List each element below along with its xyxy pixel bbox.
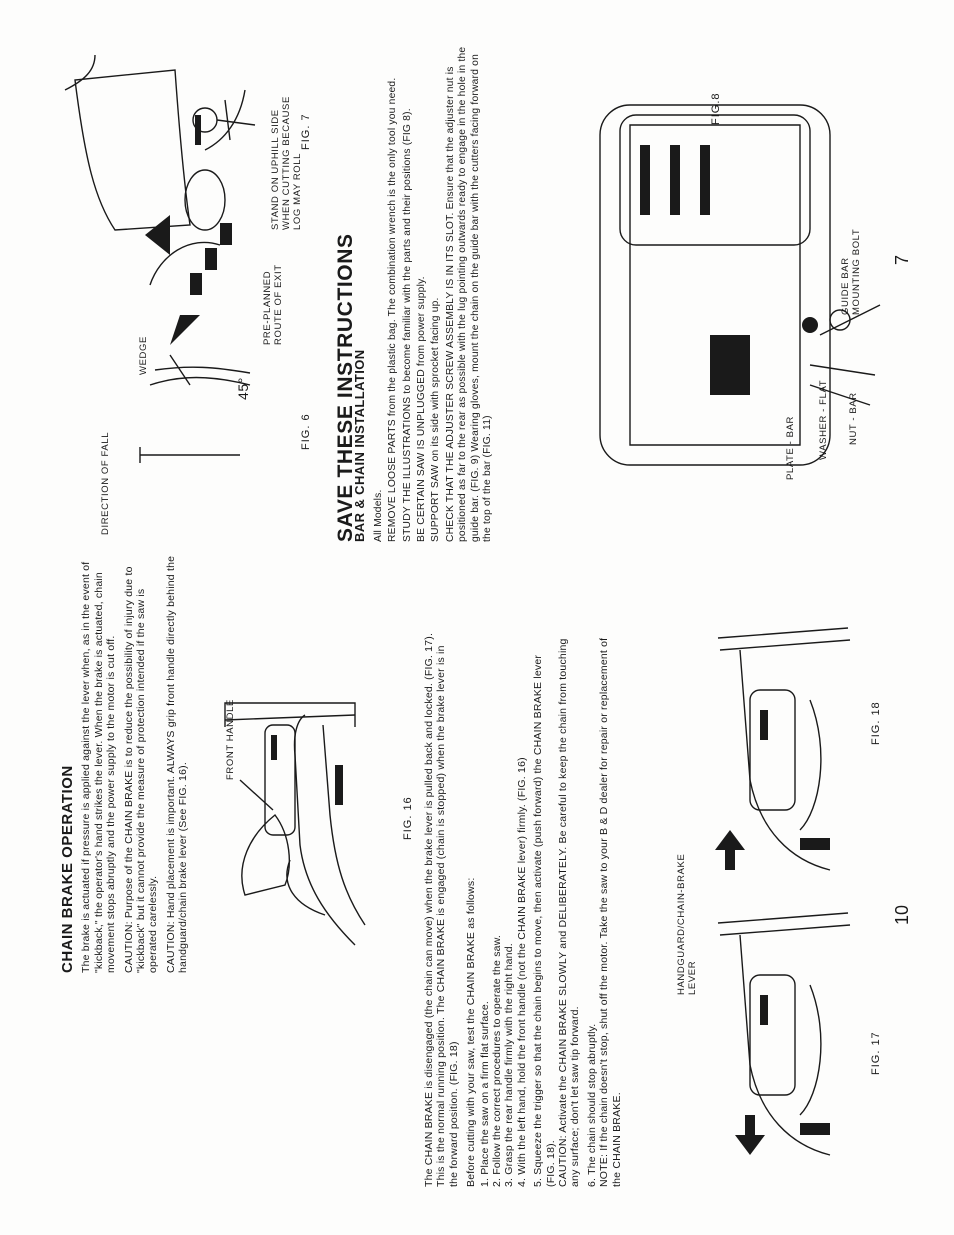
step-item: CAUTION: Activate the CHAIN BRAKE SLOWLY… xyxy=(557,638,582,1187)
chain-brake-heading: CHAIN BRAKE OPERATION xyxy=(59,765,76,973)
handguard-label: HANDGUARD/CHAIN-BRAKE LEVER xyxy=(676,853,698,995)
front-handle-pointer xyxy=(239,779,274,811)
adjuster-paragraph: CHECK THAT THE ADJUSTER SCREW ASSEMBLY I… xyxy=(444,46,494,542)
fig6-caption: FIG. 6 xyxy=(300,413,312,450)
fig17-caption: FIG. 17 xyxy=(870,1031,882,1075)
guide-bar-bolt-label: GUIDE BAR MOUNTING BOLT xyxy=(840,228,862,315)
fig7-caption: FIG. 7 xyxy=(300,113,312,150)
fig8-caption: FIG.8 xyxy=(710,92,722,125)
angle-label: 45° xyxy=(235,377,251,400)
fig8-illustration xyxy=(599,104,881,466)
brake-test-steps: 1. Place the saw on a firm flat surface.… xyxy=(479,632,623,1187)
save-instructions-heading: SAVE THESE INSTRUCTIONS xyxy=(334,233,357,542)
support-saw-paragraph: SUPPORT SAW on its side with sprocket fa… xyxy=(430,297,442,542)
exit-route-label: PRE-PLANNED ROUTE OF EXIT xyxy=(262,264,284,345)
fig6-illustration xyxy=(139,215,251,463)
plate-bar-label: PLATE - BAR xyxy=(785,416,796,480)
chain-brake-intro: CHAIN BRAKE OPERATION The brake is actua… xyxy=(59,553,195,973)
brake-description: The CHAIN BRAKE is disengaged (the chain… xyxy=(423,632,460,1187)
step-item: 4. With the left hand, hold the front ha… xyxy=(515,757,528,1187)
wedge-label: WEDGE xyxy=(138,336,149,375)
fig16-caption: FIG. 16 xyxy=(402,796,414,840)
unplugged-paragraph: BE CERTAIN SAW IS UNPLUGGED from power s… xyxy=(416,276,428,542)
caution-paragraph: CAUTION: Purpose of the CHAIN BRAKE is t… xyxy=(122,566,160,973)
page-number-10: 10 xyxy=(892,904,912,925)
fig17-illustration xyxy=(717,912,851,1156)
uphill-label: STAND ON UPHILL SIDE WHEN CUTTING BECAUS… xyxy=(270,96,303,230)
front-handle-label: FRONT HANDLE xyxy=(225,699,236,780)
fig18-illustration xyxy=(715,627,851,871)
nut-bar-label: NUT - BAR xyxy=(848,392,859,445)
washer-flat-label: WASHER - FLAT xyxy=(818,379,829,460)
fig7-illustration xyxy=(64,54,256,231)
step-item: 2. Follow the correct procedures to oper… xyxy=(491,934,504,1187)
chain-brake-body: The CHAIN BRAKE is disengaged (the chain… xyxy=(423,632,623,1187)
fig16-illustration xyxy=(224,702,366,946)
test-intro: Before cutting with your saw, test the C… xyxy=(465,877,478,1187)
step-item: 3. Grasp the rear handle firmly with the… xyxy=(503,943,516,1187)
remove-parts-paragraph: REMOVE LOOSE PARTS from the plastic bag.… xyxy=(387,77,399,542)
bar-chain-installation: SAVE THESE INSTRUCTIONS BAR & CHAIN INST… xyxy=(334,46,499,542)
step-item: 5. Squeeze the trigger so that the chain… xyxy=(532,654,557,1187)
study-illustrations-paragraph: STUDY THE ILLUSTRATIONS to become famili… xyxy=(401,108,413,542)
caution-hand-paragraph: CAUTION: Hand placement is important. AL… xyxy=(164,555,190,973)
step-item: 6. The chain should stop abruptly. xyxy=(585,1023,598,1187)
direction-of-fall-label: DIRECTION OF FALL xyxy=(100,431,111,535)
page-number-7: 7 xyxy=(892,254,912,265)
step-item: 1. Place the saw on a firm flat surface. xyxy=(478,1001,491,1187)
models-text: All Models. xyxy=(372,489,384,542)
fig18-caption: FIG. 18 xyxy=(870,701,882,745)
intro-paragraph: The brake is actuated if pressure is app… xyxy=(80,561,118,973)
step-item: NOTE: If the chain doesn't stop, shut of… xyxy=(598,637,623,1187)
